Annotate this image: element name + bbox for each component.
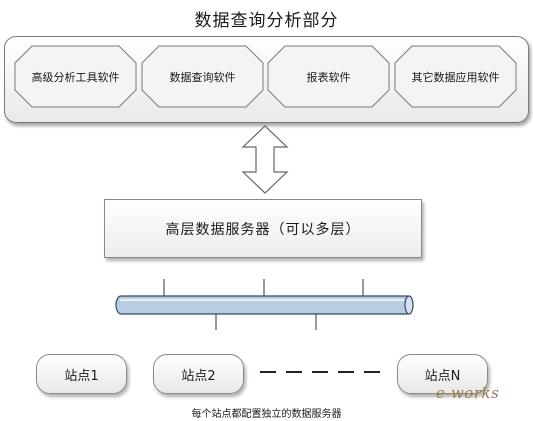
bus-cylinder-end (404, 295, 414, 315)
top-level-data-server: 高层数据服务器（可以多层） (104, 199, 422, 258)
app-node-label: 高级分析工具软件 (31, 70, 120, 84)
app-node-advanced-analysis: 高级分析工具软件 (14, 45, 137, 108)
octagon-shape (14, 45, 137, 108)
diagram-title: 数据查询分析部分 (194, 11, 339, 31)
sites-ellipsis-dashes (260, 371, 384, 373)
site-node-1: 站点1 (36, 354, 127, 394)
app-node-label: 报表软件 (306, 70, 351, 84)
app-node-label: 数据查询软件 (169, 70, 236, 84)
app-node-report: 报表软件 (267, 45, 390, 108)
octagon-shape (267, 45, 390, 108)
watermark-logo: e-works (436, 384, 500, 402)
octagon-shape (141, 45, 264, 108)
bus-cylinder-body (115, 295, 413, 315)
octagon-shape (394, 45, 517, 108)
site-node-n: 站点N (397, 354, 488, 394)
bidirectional-arrow (241, 125, 289, 194)
app-node-data-query: 数据查询软件 (141, 45, 264, 108)
diagram-caption: 每个站点都配置独立的数据服务器 (191, 409, 342, 420)
app-node-other-data: 其它数据应用软件 (394, 45, 517, 108)
site-node-2: 站点2 (153, 354, 244, 394)
app-node-label: 其它数据应用软件 (411, 70, 500, 84)
